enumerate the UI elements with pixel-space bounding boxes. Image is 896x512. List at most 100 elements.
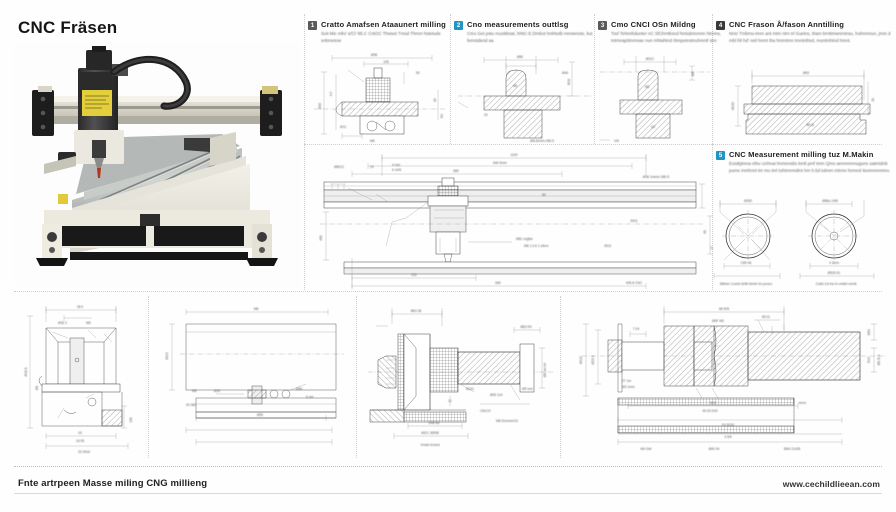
svg-text:Ø50: Ø50: [257, 413, 263, 417]
svg-text:Ø30 2: Ø30 2: [58, 321, 67, 325]
svg-text:4 5/9: 4 5/9: [724, 435, 731, 439]
footer-url[interactable]: www.cechildlieean.com: [782, 479, 880, 489]
spindle-shaft-assembly-bottom-mid: Ø63 36 Ø83 R0 D46 6d A521 26508 Vmsln tn…: [364, 300, 558, 452]
svg-text:50: 50: [416, 71, 420, 75]
panel-5: 5 CNC Measurement milling tuz M.Makin Eu…: [716, 150, 896, 175]
svg-text:12: 12: [651, 124, 655, 129]
panel-1: 1 Cratto Amafsen Ataaunert milling Suit …: [308, 20, 451, 45]
page-title: CNC Fräsen: [18, 18, 118, 37]
divider-vertical-panel3: [594, 14, 595, 144]
panel-5-title: CNC Measurement milling tuz M.Makin: [729, 150, 874, 159]
svg-text:Ø20: Ø20: [214, 389, 220, 393]
svg-text:Ø46 1mm/s 080-5: Ø46 1mm/s 080-5: [643, 175, 670, 179]
panel-4: 4 CNC Frason Å/fason Anntilling Nntz Tmb…: [716, 20, 896, 45]
svg-text:650: 650: [495, 281, 501, 285]
svg-text:Ø5 nml: Ø5 nml: [522, 387, 533, 391]
panel-1-title: Cratto Amafsen Ataaunert milling: [321, 20, 446, 29]
svg-text:C85 46: C85 46: [741, 261, 752, 265]
footer-divider-bottom: [14, 493, 882, 494]
svg-text:60: 60: [433, 98, 437, 102]
svg-text:Ø83 R0: Ø83 R0: [520, 325, 532, 329]
svg-text:M8: M8: [370, 139, 375, 143]
svg-text:M0 044: M0 044: [641, 447, 652, 451]
svg-text:Ø81 cnglbs: Ø81 cnglbs: [516, 237, 533, 241]
svg-text:4.0: 4.0: [329, 92, 333, 97]
svg-text:18 05: 18 05: [76, 439, 84, 443]
svg-text:Ø8-5m0m.080.5: Ø8-5m0m.080.5: [530, 139, 554, 143]
footer-caption: Fnte artrpeen Masse miling CNG millieng: [18, 478, 208, 489]
panel-3-header: 3 Cmo CNCI OSn Mildng Tovl Tehnnhdunter …: [598, 20, 741, 45]
panel-1-badge: 1: [308, 21, 317, 30]
bracket-elevation-bottom-left: 05 ll Ø16.5 Ø5 Ø30 2 M8 03 18 05 20 0916…: [24, 298, 150, 454]
svg-text:Ø63 36: Ø63 36: [411, 309, 422, 313]
svg-text:00 080: 00 080: [186, 403, 196, 407]
svg-text:Ø100: Ø100: [731, 102, 735, 110]
svg-text:4 3mm: 4 3mm: [829, 261, 839, 265]
svg-text:M8: M8: [86, 321, 91, 325]
panel-4-badge: 4: [716, 21, 725, 30]
svg-text:4 mm: 4 mm: [392, 163, 400, 167]
panel-5-badge: 5: [716, 151, 725, 160]
svg-text:6 m05: 6 m05: [392, 168, 401, 172]
panel-4-title: CNC Frason Å/fason Anntilling: [729, 20, 845, 29]
main-assembly-elevation: 1100 840 5mm 680 Ø8012 10 4 mm 6 m05 80: [316, 150, 708, 289]
t-profile-section-view-3: Ø31C Ø8 45 12 VIII: [600, 50, 710, 144]
svg-text:222: 222: [411, 273, 417, 277]
svg-text:R2: R2: [440, 114, 444, 118]
svg-text:6 um: 6 um: [306, 395, 314, 399]
divider-horizontal-midrow: [304, 144, 712, 145]
svg-text:M8 1.0.6 1 s/bnn: M8 1.0.6 1 s/bnn: [524, 244, 549, 248]
panel-3-badge: 3: [598, 21, 607, 30]
svg-text:M8: M8: [254, 307, 259, 311]
svg-text:Ø50: Ø50: [296, 387, 302, 391]
divider-vertical-panel2: [450, 14, 451, 144]
svg-text:7.04: 7.04: [633, 327, 640, 331]
svg-text:4510: 4510: [604, 244, 612, 248]
svg-text:A521 26508: A521 26508: [421, 431, 439, 435]
stepped-shaft-section-bottom-right: 68 905 55.01 Ø122 Ø23 4 M91 R19 Ø5 /5 4 …: [568, 300, 892, 452]
svg-text:Vmsln tnmnd: Vmsln tnmnd: [420, 443, 439, 447]
divider-vertical-panel4: [712, 14, 713, 290]
svg-text:Ø16.5: Ø16.5: [24, 367, 28, 376]
svg-text:Ø8mm Cuntnl dn5b lbmtn tm ponn: Ø8mm Cuntnl dn5b lbmtn tm ponnu: [720, 282, 772, 286]
svg-text:Ø63: Ø63: [803, 71, 809, 75]
panel-2-subtitle: Cmo Get pstu muokbnat, hNtC-E.Dmbot hmht…: [467, 31, 593, 43]
panel-2-header: 2 Cno measurements outtlsg Cmo Get pstu …: [454, 20, 597, 45]
svg-text:Ø12: Ø12: [340, 125, 346, 129]
circular-view-right: Ø88u-1M5 4 3mm Ø529 61 Cuttd 1nl tnu tn …: [788, 192, 888, 288]
svg-text:5M4 21405: 5M4 21405: [784, 447, 801, 451]
svg-text:Ø5 nm hh: Ø5 nm hh: [543, 363, 547, 378]
svg-text:Ø40: Ø40: [562, 71, 568, 75]
svg-text:VIII: VIII: [614, 139, 619, 143]
circular-view-left: Ø300 45 17 C85 46 Ø8mm Cuntnl dn5b lbmtn…: [700, 192, 796, 288]
divider-vertical-bottom2: [356, 296, 357, 458]
svg-text:07 1m: 07 1m: [622, 379, 631, 383]
svg-text:Ø80: Ø80: [517, 55, 523, 59]
svg-text:450: 450: [319, 235, 323, 241]
svg-text:45: 45: [703, 230, 707, 234]
plate-stack-section-view-4: Ø63 Ø100 40.5 16: [718, 60, 884, 140]
panel-2: 2 Cno measurements outtlsg Cmo Get pstu …: [454, 20, 597, 45]
panel-3-title: Cmo CNCI OSn Mildng: [611, 20, 696, 29]
panel-1-header: 1 Cratto Amafsen Ataaunert milling Suit …: [308, 20, 451, 45]
svg-text:68 905: 68 905: [719, 307, 729, 311]
svg-text:Ø0F M0: Ø0F M0: [712, 319, 724, 323]
svg-text:Ø00 1ml: Ø00 1ml: [490, 393, 503, 397]
svg-text:M8: M8: [192, 389, 197, 393]
divider-horizontal-main: [14, 291, 882, 292]
svg-text:Ø31C: Ø31C: [646, 57, 655, 61]
svg-text:0001: 0001: [630, 219, 638, 223]
svg-text:Ø3 1mm: Ø3 1mm: [622, 385, 635, 389]
svg-text:405-8 CNC: 405-8 CNC: [626, 281, 643, 285]
svg-text:CNCOl: CNCOl: [480, 409, 491, 413]
svg-text:840 5mm: 840 5mm: [493, 161, 507, 165]
panel-1-subtitle: Suit Mic mkV s/Cl-'95.C CntOC Thwset Tms…: [321, 31, 441, 43]
svg-text:Ø98: Ø98: [371, 53, 377, 57]
svg-text:20: 20: [484, 113, 488, 117]
divider-vertical-bottom3: [560, 296, 561, 458]
svg-text:55.01: 55.01: [762, 315, 770, 319]
svg-text:Ø101: Ø101: [466, 387, 474, 391]
panel-2-title: Cno measurements outtlsg: [467, 20, 569, 29]
housing-section-bottom-left2: M8 8310 M8 Ø20 Ø50 6 um 00 080 Ø50: [156, 298, 350, 454]
